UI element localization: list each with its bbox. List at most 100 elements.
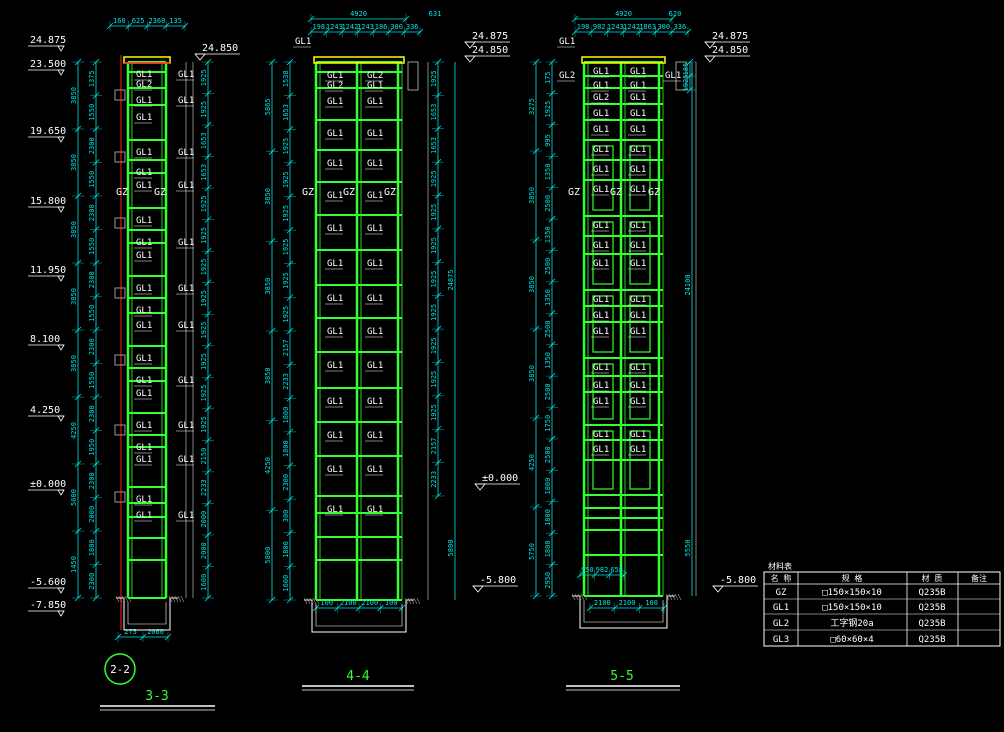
bracket-block (407, 61, 419, 91)
pit-hatch (309, 597, 314, 605)
dimension-value: 1242 (623, 23, 640, 31)
dimension-value: 3850 (70, 288, 78, 305)
dimension-value: 2500 (544, 446, 552, 463)
dimension-value: 1925 (200, 290, 208, 307)
panel-frame (592, 295, 614, 353)
pit-hatch (127, 595, 132, 603)
section-title-5-5: 5-5 (566, 669, 680, 691)
beam-label: GL1 (136, 251, 152, 261)
dimension-value: 100 (385, 599, 398, 607)
elevation-label: 24.875 (30, 35, 66, 46)
elevation-mark: -7.850 (28, 600, 66, 617)
dimension-right: 1925165316531925192519251925192519251925… (430, 58, 444, 500)
top-cap (581, 56, 666, 64)
dimension-value: 2000 (200, 542, 208, 559)
table-cell: GL1 (773, 603, 789, 613)
elevation-mark: 24.875 (464, 31, 510, 49)
beam-label: GL1 (136, 168, 152, 178)
dimension-value: 1800 (544, 478, 552, 495)
dimension-value: 2500 (544, 258, 552, 275)
dimension-value: 2000 (88, 506, 96, 523)
beam-label: GL1 (630, 381, 646, 391)
pit-hatch (583, 593, 588, 601)
dimension-value: 2300 (88, 271, 96, 288)
dimension-value: 1925 (200, 69, 208, 86)
beam-label: GL1 (136, 455, 152, 465)
table-cell: Q235B (918, 588, 945, 598)
table-header-cell: 规 格 (842, 573, 863, 583)
elevation-triangle (57, 489, 65, 496)
dimension-value: 2100 (594, 599, 611, 607)
pit-hatch (571, 593, 576, 601)
dimension-value: 5550 (684, 540, 692, 557)
bracket-block (114, 89, 126, 101)
bracket-block (114, 424, 126, 436)
pit-hatch (668, 593, 673, 601)
elevation-mark: 24.875 (28, 35, 66, 52)
section-title-text: 3-3 (145, 689, 168, 704)
pit-hatch (171, 595, 176, 603)
dimension-value: 185 (682, 63, 690, 76)
pit-hatch (665, 593, 670, 601)
dimension-value: 5800 (447, 540, 455, 557)
elevation-label: 24.875 (472, 31, 508, 42)
table-cell: Q235B (918, 619, 945, 629)
dimension-value: 2300 (88, 137, 96, 154)
dimension-value: 3850 (528, 365, 536, 382)
beam-label: GL1 (367, 361, 383, 371)
panel-frame (592, 145, 614, 211)
beam-label: GL1 (593, 295, 609, 305)
beam-label: GL1 (327, 129, 343, 139)
beam-label: GL1 (630, 109, 646, 119)
beam-label: GL1 (136, 389, 152, 399)
beam-label: GL1 (593, 81, 609, 91)
dimension-value: 4250 (264, 457, 272, 474)
beam-label: GL1 (593, 67, 609, 77)
dimension-value: 3850 (70, 87, 78, 104)
dimension-value: 1925 (200, 195, 208, 212)
dimension-value: 658 (610, 566, 623, 574)
beam-label: GL1 (136, 284, 152, 294)
dimension-value: 275 (124, 628, 137, 636)
panel-frame (592, 363, 614, 420)
dimension-value: 1925 (282, 306, 290, 323)
beam-label: GL1 (367, 465, 383, 475)
beam-label: GL1 (630, 397, 646, 407)
dimension-value: 2300 (88, 472, 96, 489)
dimension-value: 1925 (200, 353, 208, 370)
dimension-value: 2500 (544, 321, 552, 338)
beam-label: GL1 (327, 97, 343, 107)
column-label: GZ (384, 187, 396, 198)
beam-label: GL1 (559, 37, 575, 47)
beam-label: GL1 (136, 216, 152, 226)
beam-label: GL1 (630, 445, 646, 455)
dimension-value: 995 (544, 134, 552, 147)
elevation-triangle (57, 587, 65, 594)
beam-label: GL1 (630, 165, 646, 175)
dimension-value: 2233 (282, 373, 290, 390)
beam-label: GL1 (367, 159, 383, 169)
elevation-label: ±0.000 (482, 473, 518, 484)
pit-hatch (580, 593, 585, 601)
dimension-value: 3850 (70, 221, 78, 238)
dimension-value: 631 (429, 10, 442, 18)
beam-label: GL1 (327, 224, 343, 234)
elevation-mark: -5.800 (712, 575, 758, 593)
dimension-value: 135 (169, 17, 182, 25)
dimension-value: 5750 (528, 543, 536, 560)
dimension-value: 1350 (544, 226, 552, 243)
dimension-value: 3850 (264, 188, 272, 205)
bracket-block (114, 287, 126, 299)
pit-hatch (416, 597, 421, 605)
column-label: GZ (648, 187, 660, 198)
dimension-value: 2100 (619, 599, 636, 607)
dimension-value: 24875 (447, 269, 455, 290)
dimension-value: 1925 (430, 70, 438, 87)
dimension-value: 300 (390, 23, 403, 31)
pit-hatch (124, 595, 129, 603)
panel-frame (629, 363, 651, 420)
